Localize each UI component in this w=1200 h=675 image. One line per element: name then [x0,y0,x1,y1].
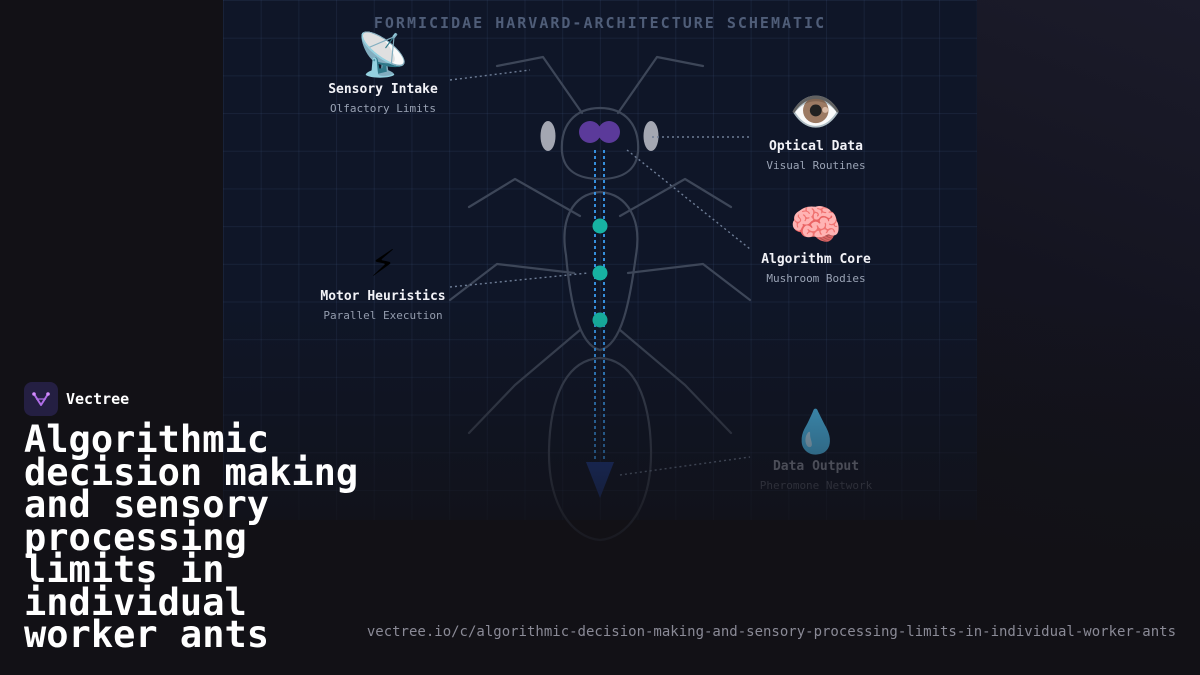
vectree-logo-icon [24,382,58,416]
node-label: Motor Heuristics [320,289,446,304]
antenna-right [616,55,705,115]
leg-front-right [618,177,733,218]
schematic-title: FORMICIDAE HARVARD-ARCHITECTURE SCHEMATI… [373,14,827,32]
node-sublabel: Mushroom Bodies [766,272,866,285]
node-motor-heuristics: ⚡ Motor Heuristics Parallel Execution [283,237,483,323]
node-optical-data: 👁️ Optical Data Visual Routines [716,87,916,173]
leg-front-left [467,177,582,218]
processing-node-1 [592,218,608,234]
satellite-dish-icon: 📡 [356,30,410,79]
antenna-left [495,55,584,115]
brain-icon: 🧠 [789,200,843,249]
eye-left [540,121,556,151]
node-sublabel: Parallel Execution [323,309,443,322]
eye-right [643,121,659,151]
node-sublabel: Visual Routines [766,159,866,172]
leg-mid-left [448,262,576,302]
brand[interactable]: Vectree [24,382,129,416]
page-url[interactable]: vectree.io/c/algorithmic-decision-making… [366,624,1176,640]
node-sublabel: Pheromone Network [759,479,873,492]
connector-sensory [449,69,531,81]
node-sublabel: Olfactory Limits [330,102,436,115]
node-label: Sensory Intake [328,82,438,97]
ant-head [560,106,640,181]
node-label: Data Output [772,459,860,474]
processing-node-3 [592,312,608,328]
brain-lobe-right [598,121,620,143]
connector-motor [449,272,589,288]
lightning-icon: ⚡ [370,237,396,286]
leg-mid-right [626,262,752,302]
node-data-output: 💧 Data Output Pheromone Network [716,407,916,493]
brain-lobe-left [579,121,601,143]
node-label: Optical Data [769,139,863,154]
bus-output-arrow [586,462,614,498]
node-algorithm-core: 🧠 Algorithm Core Mushroom Bodies [716,200,916,286]
brand-name: Vectree [66,390,130,408]
processing-node-2 [592,265,608,281]
eye-icon: 👁️ [789,87,843,136]
connector-core [626,149,751,250]
ant-abdomen [547,356,653,542]
droplet-icon: 💧 [789,407,843,456]
page-title: Algorithmic decision making and sensory … [24,418,359,656]
node-sensory-intake: 📡 Sensory Intake Olfactory Limits [283,30,483,116]
node-label: Algorithm Core [761,252,871,267]
